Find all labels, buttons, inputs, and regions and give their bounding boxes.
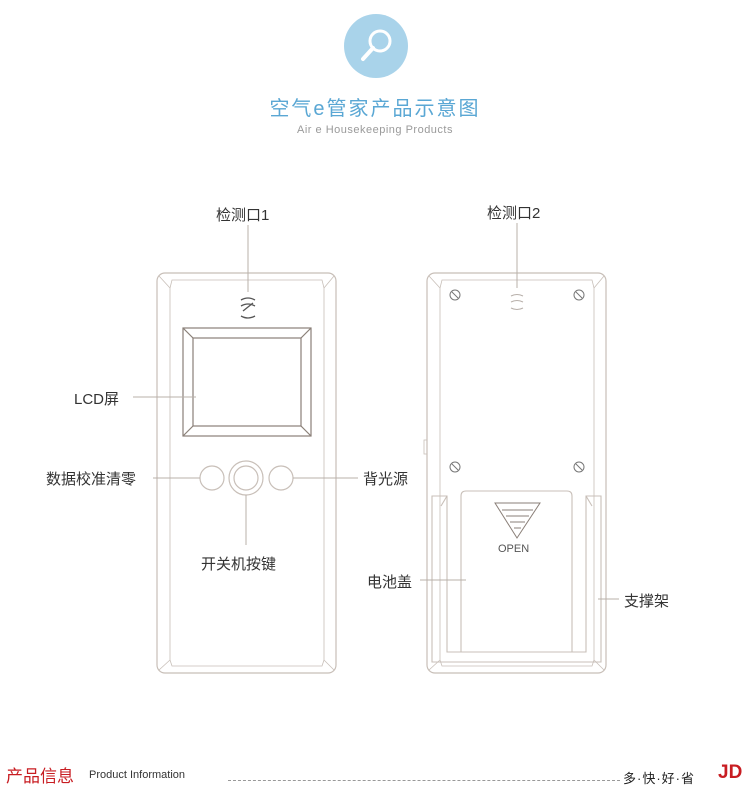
magnifier-icon: [344, 14, 408, 78]
jd-logo: JD: [718, 762, 743, 783]
label-support-stand: 支撑架: [624, 593, 670, 610]
footer-divider: [228, 780, 620, 781]
label-calibrate-button: 数据校准清零: [46, 471, 137, 488]
open-arrow-icon: [494, 502, 541, 539]
label-detection-port-2: 检测口2: [487, 205, 541, 222]
footer-subtitle: Product Information: [89, 769, 185, 781]
power-button-shape: [228, 460, 264, 496]
leader-lines: [133, 223, 619, 600]
label-detection-port-1: 检测口1: [216, 207, 270, 224]
detection-port-1: [240, 297, 256, 319]
battery-cover: [457, 490, 576, 653]
screw-icon: [449, 289, 585, 473]
backlight-button-shape: [268, 465, 294, 491]
page-title: 空气e管家产品示意图: [269, 98, 481, 120]
detection-port-2: [510, 293, 524, 311]
front-device: [156, 272, 337, 674]
label-power-button: 开关机按键: [201, 556, 277, 573]
calibrate-button-shape: [199, 465, 225, 491]
page-subtitle: Air e Housekeeping Products: [297, 124, 453, 136]
open-label: OPEN: [498, 543, 530, 555]
support-stand: [431, 495, 602, 663]
label-battery-cover: 电池盖: [367, 574, 413, 591]
back-device: [423, 272, 607, 674]
label-backlight: 背光源: [363, 471, 409, 488]
label-lcd-screen: LCD屏: [74, 391, 120, 408]
footer-slogan: 多·快·好·省: [623, 771, 695, 786]
lcd-screen: [182, 327, 312, 437]
footer-title: 产品信息: [6, 767, 74, 786]
